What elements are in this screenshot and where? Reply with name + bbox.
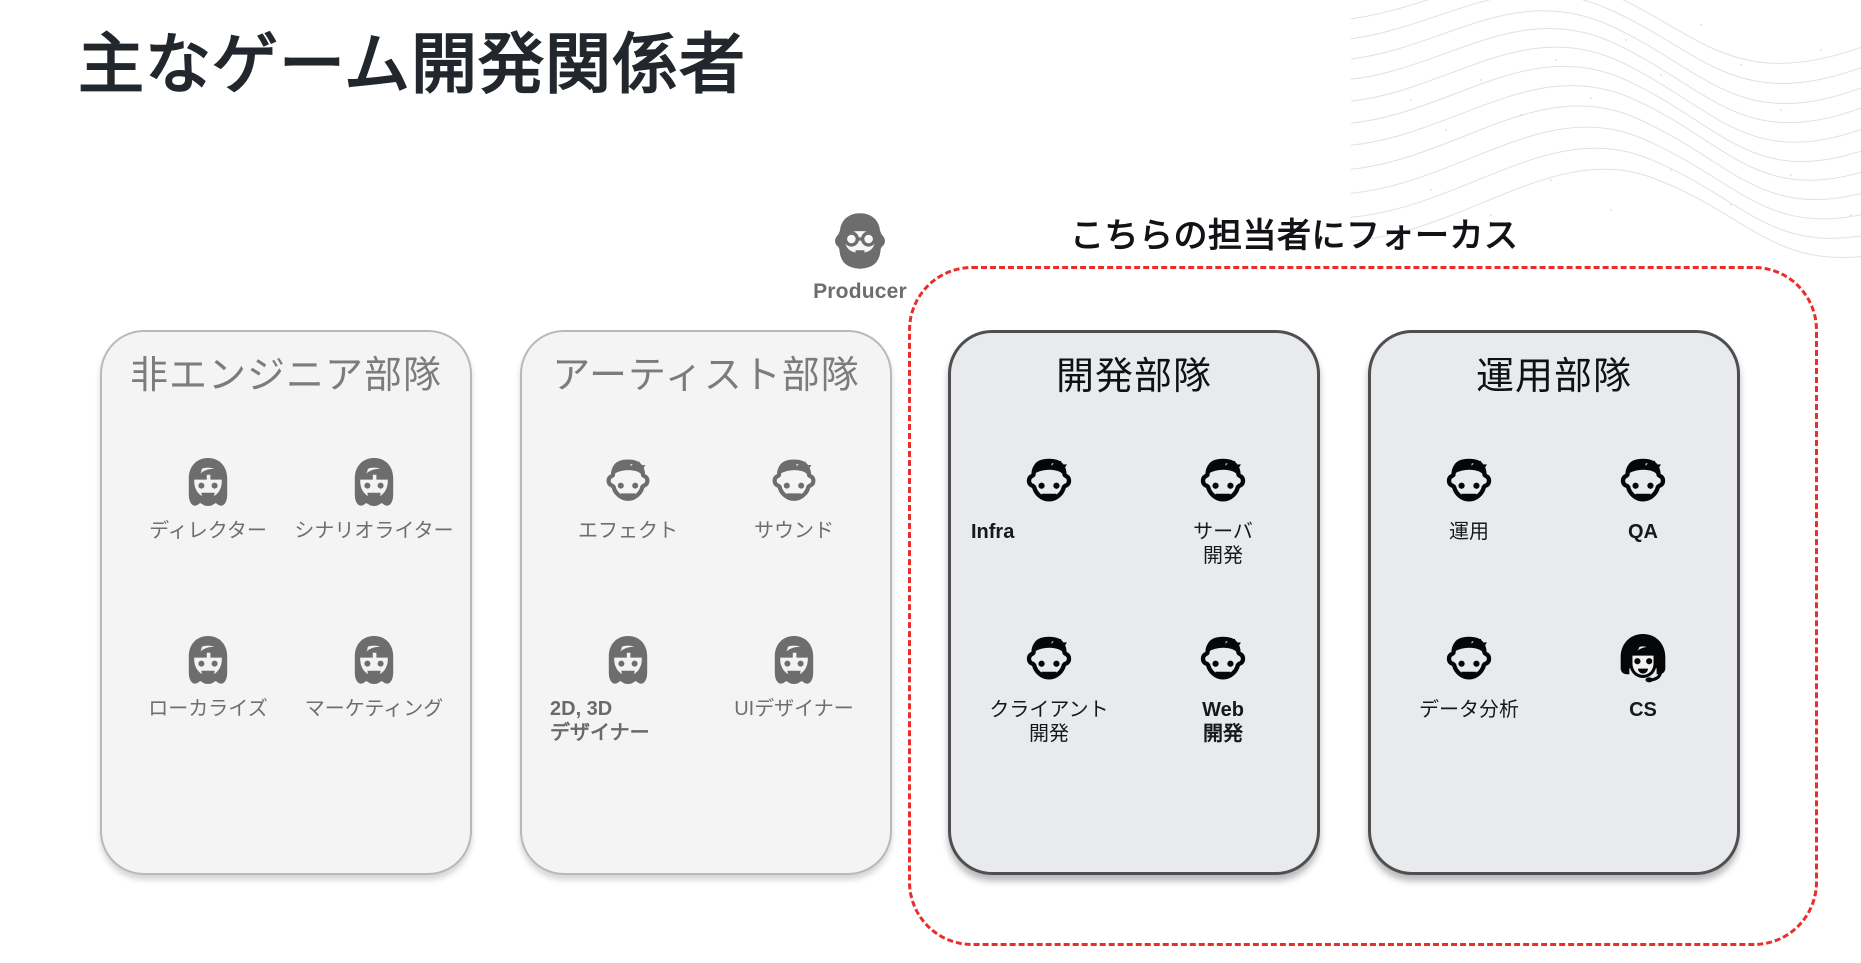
member-icon-wrap [1139, 603, 1307, 691]
member-label: ディレクター [149, 520, 267, 542]
member-label: Web 開発 [1202, 699, 1244, 745]
focus-caption: こちらの担当者にフォーカス [1070, 217, 1519, 255]
member-label: エフェクト [578, 520, 678, 542]
male-face-icon [598, 452, 658, 512]
member-item: データ分析 [1385, 603, 1553, 723]
member-item: CS [1559, 603, 1727, 723]
member-icon-wrap [1559, 425, 1727, 513]
female-face-icon [344, 452, 404, 512]
male-face-icon [1018, 629, 1080, 691]
member-label: CS [1629, 699, 1657, 721]
producer-bearded-face-icon [827, 208, 893, 274]
member-icon-wrap [1559, 603, 1727, 691]
member-item: QA [1559, 425, 1727, 545]
member-label: QA [1628, 521, 1658, 543]
member-item: エフェクト [544, 424, 712, 544]
female-face-icon [598, 630, 658, 690]
member-label: サウンド [754, 520, 834, 542]
member-icon-wrap [124, 424, 292, 512]
female-face-icon [344, 630, 404, 690]
group-panel-non-engineer: 非エンジニア部隊 ディレクター シナリオライターローカライズ マーケティング [100, 330, 472, 875]
group-title: 非エンジニア部隊 [129, 355, 442, 397]
member-icon-wrap [965, 425, 1133, 513]
member-item: ディレクター [124, 424, 292, 544]
member-item: Web 開発 [1139, 603, 1307, 746]
member-item: クライアント 開発 [965, 603, 1133, 746]
group-panel-artist: アーティスト部隊 エフェクト サウンド 2D, 3D デザイナー UIデザイナー [520, 330, 892, 875]
member-label: シナリオライター [294, 520, 454, 542]
group-title: 開発部隊 [1055, 356, 1212, 398]
member-icon-wrap [290, 424, 458, 512]
female-face-icon [764, 630, 824, 690]
member-label: 運用 [1449, 521, 1489, 543]
group-panel-development: 開発部隊 Infra サーバ 開発クライアント 開発 Web 開発 [948, 330, 1320, 875]
group-title: アーティスト部隊 [552, 355, 860, 397]
member-label: データ分析 [1419, 699, 1519, 721]
member-icon-wrap [1385, 603, 1553, 691]
male-face-icon [764, 452, 824, 512]
member-label: ローカライズ [148, 698, 268, 720]
group-panel-operations: 運用部隊 運用 QA データ分析 CS [1368, 330, 1740, 875]
male-face-icon [1192, 451, 1254, 513]
member-item: シナリオライター [290, 424, 458, 544]
member-label: Infra [971, 521, 1015, 543]
member-label: サーバ 開発 [1193, 521, 1253, 567]
member-label: UIデザイナー [734, 698, 854, 720]
member-icon-wrap [544, 602, 712, 690]
female-face-icon [178, 452, 238, 512]
producer-icon-wrap [800, 200, 920, 274]
producer-block: Producer [800, 200, 920, 304]
group-members: 運用 QA データ分析 CS [1371, 425, 1737, 858]
member-label: 2D, 3D デザイナー [550, 698, 650, 744]
member-item: サーバ 開発 [1139, 425, 1307, 568]
member-item: Infra [965, 425, 1133, 545]
group-title: 運用部隊 [1475, 356, 1632, 398]
member-icon-wrap [290, 602, 458, 690]
group-members: エフェクト サウンド 2D, 3D デザイナー UIデザイナー [522, 424, 890, 859]
female-face-icon [178, 630, 238, 690]
member-item: マーケティング [290, 602, 458, 722]
member-label: マーケティング [304, 698, 444, 720]
member-item: UIデザイナー [710, 602, 878, 722]
member-label: クライアント 開発 [989, 699, 1109, 745]
group-members: ディレクター シナリオライターローカライズ マーケティング [102, 424, 470, 859]
member-item: 運用 [1385, 425, 1553, 545]
male-face-icon [1438, 451, 1500, 513]
male-face-icon [1192, 629, 1254, 691]
member-item: ローカライズ [124, 602, 292, 722]
member-item: サウンド [710, 424, 878, 544]
headset-face-icon [1612, 629, 1674, 691]
male-face-icon [1612, 451, 1674, 513]
member-item: 2D, 3D デザイナー [544, 602, 712, 745]
member-icon-wrap [710, 424, 878, 512]
member-icon-wrap [124, 602, 292, 690]
member-icon-wrap [1385, 425, 1553, 513]
focus-highlight-box [908, 266, 1818, 946]
member-icon-wrap [544, 424, 712, 512]
member-icon-wrap [1139, 425, 1307, 513]
page-title: 主なゲーム開発関係者 [78, 27, 747, 101]
member-icon-wrap [965, 603, 1133, 691]
male-face-icon [1438, 629, 1500, 691]
producer-label: Producer [813, 280, 907, 303]
group-members: Infra サーバ 開発クライアント 開発 Web 開発 [951, 425, 1317, 858]
male-face-icon [1018, 451, 1080, 513]
member-icon-wrap [710, 602, 878, 690]
